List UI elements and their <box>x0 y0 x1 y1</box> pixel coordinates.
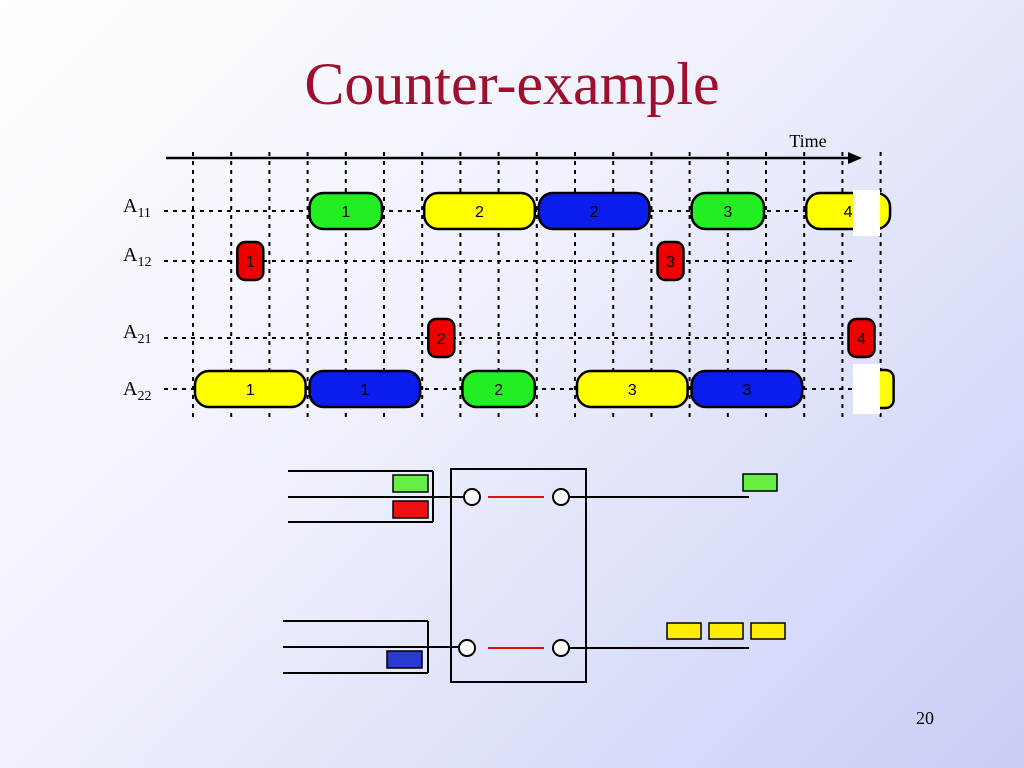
cell-label: 3 <box>742 382 751 399</box>
row-label-a22: A22 <box>123 378 151 404</box>
cell-red-upper-input <box>392 500 429 519</box>
timeline-cells: 1 2 2 3 4 1 3 2 4 1 1 2 3 3 <box>193 191 895 410</box>
cell-green-upper-input <box>392 474 429 493</box>
cell-yellow <box>422 191 537 231</box>
cell-label: 2 <box>494 382 503 399</box>
cell-label: 3 <box>666 254 675 271</box>
cell-label: 3 <box>628 382 637 399</box>
cell-label: 1 <box>246 254 255 271</box>
cell-red <box>427 317 456 359</box>
cell-label: 1 <box>246 382 255 399</box>
row-label-a11-sub: 11 <box>137 206 150 221</box>
row-label-a12: A12 <box>123 244 151 270</box>
row-label-a21: A21 <box>123 321 151 347</box>
cell-label: 1 <box>341 204 350 221</box>
port-lower-in <box>458 639 476 657</box>
cell-blue <box>308 369 422 409</box>
cell-label: 1 <box>360 382 369 399</box>
row-label-a21-sub: 21 <box>137 332 151 347</box>
port-upper-in <box>463 488 481 506</box>
cell-blue <box>537 191 651 231</box>
cell-yellow <box>193 369 307 409</box>
cell-red <box>847 317 876 359</box>
slide-title: Counter-example <box>304 51 720 117</box>
cell-label: 4 <box>844 204 853 221</box>
cell-red <box>236 240 265 282</box>
row-label-a12-main: A <box>123 244 138 266</box>
cell-green <box>461 369 537 409</box>
cell-label: 2 <box>437 331 446 348</box>
row-label-a22-sub: 22 <box>137 389 151 404</box>
row-label-a21-main: A <box>123 321 138 343</box>
time-axis-arrowhead <box>848 152 862 164</box>
cell-label: 3 <box>723 204 732 221</box>
cell-green <box>308 191 384 231</box>
port-upper-out <box>552 488 570 506</box>
cell-yellow <box>575 369 689 409</box>
row-label-a11: A11 <box>123 195 151 221</box>
cell-red <box>656 240 685 282</box>
cell-label: 4 <box>857 331 866 348</box>
row-label-a12-sub: 12 <box>137 255 151 270</box>
port-lower-out <box>552 639 570 657</box>
cell-yellow-output-1 <box>666 622 702 640</box>
cell-label: 2 <box>475 204 484 221</box>
time-axis-label: Time <box>789 131 826 151</box>
page-number: 20 <box>916 708 934 728</box>
row-label-a22-main: A <box>123 378 138 400</box>
cell-yellow-output-3 <box>750 622 786 640</box>
cell-yellow-output-2 <box>708 622 744 640</box>
cell-blue-lower-input <box>386 650 423 669</box>
cell-blue <box>690 369 804 409</box>
cell-green-output <box>742 473 778 492</box>
row-labels: A11 A12 A21 A22 <box>123 195 151 404</box>
edge-mask-top <box>853 190 880 236</box>
cell-green <box>690 191 766 231</box>
switch-box <box>450 468 587 683</box>
row-label-a11-main: A <box>123 195 138 217</box>
edge-mask-bottom <box>853 364 880 414</box>
cell-label: 2 <box>590 204 599 221</box>
